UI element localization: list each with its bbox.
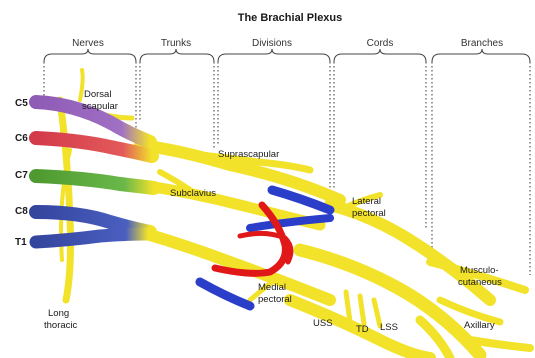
label-dorsal-scapular-1: Dorsal [84,89,111,100]
highlight-blue-lower [200,282,250,306]
root-labels: C5 C6 C7 C8 T1 [15,98,28,248]
label-lateral-pectoral-2: pectoral [352,208,386,219]
label-td: TD [356,324,369,335]
label-axillary: Axillary [464,320,495,331]
root-label-c8: C8 [15,206,28,217]
diagram-title: The Brachial Plexus [238,12,343,24]
brace-divisions [218,49,330,62]
brace-trunks [140,49,214,62]
section-braces [44,49,530,62]
lower-trunk [140,232,330,300]
root-label-t1: T1 [15,237,27,248]
label-dorsal-scapular-2: scapular [82,101,118,112]
section-trunks: Trunks [161,38,191,49]
root-c7 [36,176,154,188]
label-long-thoracic-2: thoracic [44,320,78,331]
label-uss: USS [313,318,333,329]
section-branches: Branches [461,38,503,49]
root-label-c7: C7 [15,170,28,181]
brace-cords [334,49,426,62]
nerve-network [60,70,530,358]
brace-nerves [44,49,136,62]
root-t1 [36,234,148,242]
root-label-c5: C5 [15,98,28,109]
root-label-c6: C6 [15,133,28,144]
label-suprascapular: Suprascapular [218,149,279,160]
label-musculocutaneous-2: cutaneous [458,277,502,288]
label-long-thoracic-1: Long [48,308,69,319]
label-medial-pectoral-1: Medial [258,282,286,293]
label-subclavius: Subclavius [170,188,216,199]
section-cords: Cords [367,38,394,49]
label-lss: LSS [380,322,398,333]
label-musculocutaneous-1: Musculo- [460,265,499,276]
label-medial-pectoral-2: pectoral [258,294,292,305]
section-divisions: Divisions [252,38,292,49]
brace-branches [432,49,530,62]
section-nerves: Nerves [72,38,104,49]
section-headers: Nerves Trunks Divisions Cords Branches [72,38,503,49]
label-lateral-pectoral-1: Lateral [352,196,381,207]
